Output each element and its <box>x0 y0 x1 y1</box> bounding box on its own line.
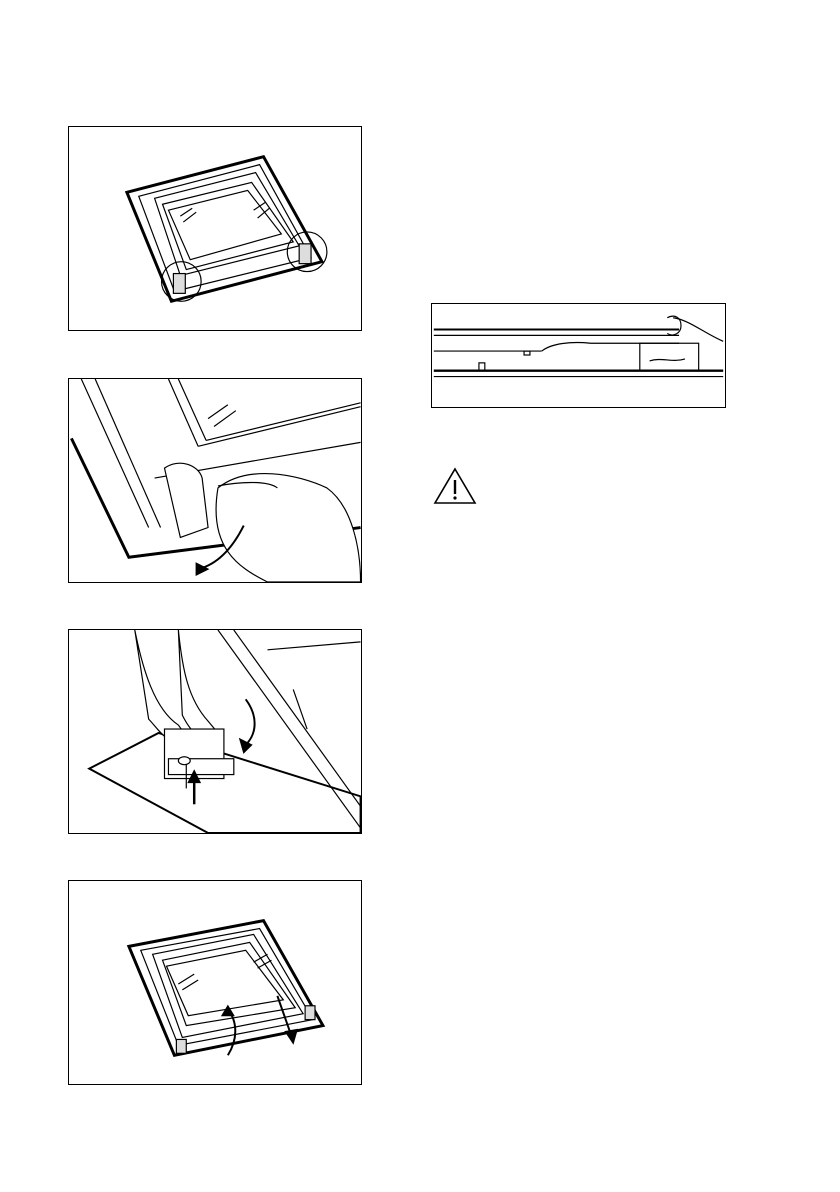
seal-section-illustration <box>432 304 725 407</box>
figure-door-seal-section <box>431 303 726 408</box>
warning-triangle-icon <box>433 466 477 506</box>
glass-panel-illustration <box>69 881 361 1084</box>
figure-lift-hinge-lever <box>68 378 362 583</box>
hand-hinge-illustration <box>69 379 361 582</box>
figure-door-hinges <box>68 126 362 331</box>
hands-clip-illustration <box>69 630 361 833</box>
oven-door-illustration <box>69 127 361 330</box>
figure-remove-glass-panel <box>68 880 362 1085</box>
figure-close-hinge-clip <box>68 629 362 834</box>
